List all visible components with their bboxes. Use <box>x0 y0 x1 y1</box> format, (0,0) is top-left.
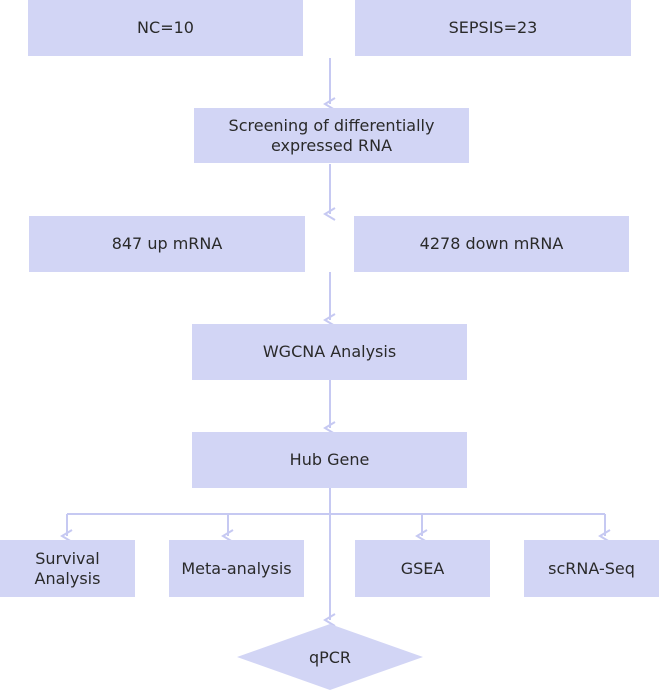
node-up-mrna-label: 847 up mRNA <box>111 234 223 253</box>
node-sepsis: SEPSIS=23 <box>355 0 631 56</box>
node-hub-gene-label: Hub Gene <box>289 450 370 469</box>
node-survival: Survival Analysis <box>0 540 135 597</box>
node-nc-label: NC=10 <box>137 18 194 37</box>
node-meta-analysis-label: Meta-analysis <box>181 558 292 578</box>
node-qpcr-label: qPCR <box>308 647 352 667</box>
node-gsea-label: GSEA <box>400 558 445 578</box>
node-down-mrna: 4278 down mRNA <box>354 216 629 272</box>
qpcr-diamond <box>237 624 423 690</box>
node-screening: Screening of differentially expressed RN… <box>194 108 469 163</box>
node-wgcna: WGCNA Analysis <box>192 324 467 380</box>
node-scrna-seq-label: scRNA-Seq <box>548 558 635 578</box>
node-down-mrna-label: 4278 down mRNA <box>419 234 564 253</box>
node-wgcna-label: WGCNA Analysis <box>262 342 397 361</box>
node-meta-analysis: Meta-analysis <box>169 540 304 597</box>
node-sepsis-label: SEPSIS=23 <box>448 18 538 37</box>
node-gsea: GSEA <box>355 540 490 597</box>
node-hub-gene: Hub Gene <box>192 432 467 488</box>
node-scrna-seq: scRNA-Seq <box>524 540 659 597</box>
node-screening-label: Screening of differentially expressed RN… <box>228 115 435 155</box>
node-survival-label: Survival Analysis <box>34 548 101 588</box>
node-qpcr: qPCR <box>237 624 423 690</box>
node-nc: NC=10 <box>28 0 303 56</box>
node-up-mrna: 847 up mRNA <box>29 216 305 272</box>
